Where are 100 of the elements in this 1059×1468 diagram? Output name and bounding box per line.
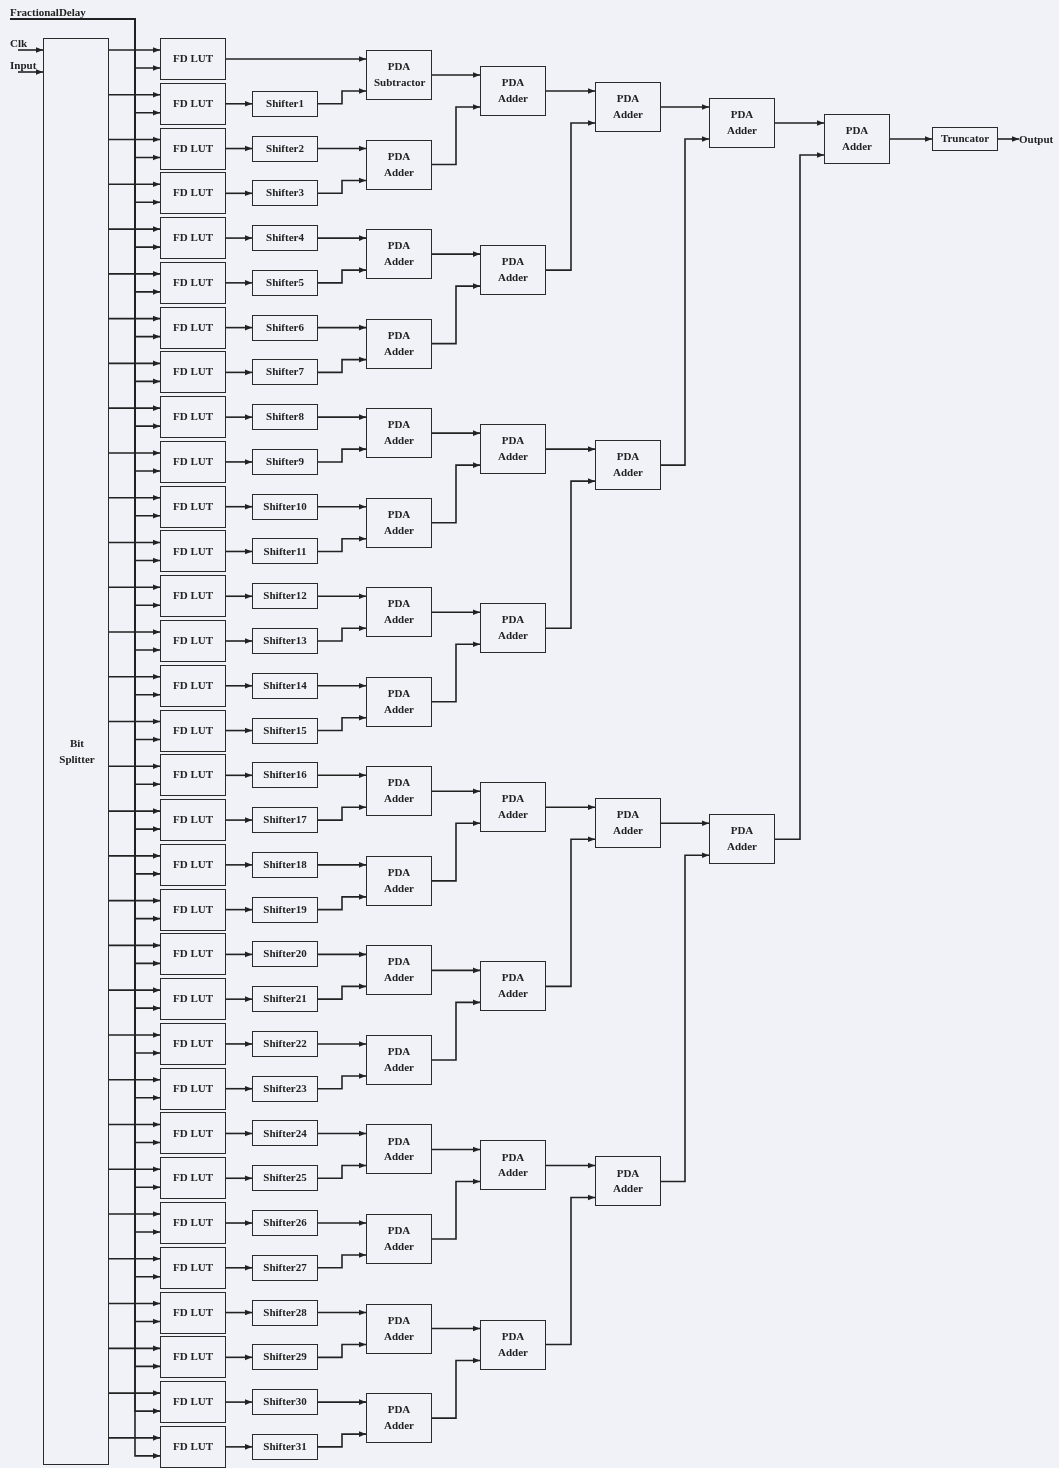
- block-label: FD LUT: [173, 319, 213, 335]
- arrow: [317, 145, 367, 152]
- shifter-block: [252, 717, 318, 744]
- arrow: [997, 136, 1020, 142]
- arrow: [545, 478, 596, 630]
- arrow: [545, 446, 596, 452]
- shifter-block: [252, 941, 318, 968]
- arrow: [317, 414, 367, 420]
- block-label: Truncator: [940, 131, 990, 147]
- arithmetic-block: [709, 814, 775, 865]
- arrow: [225, 190, 253, 197]
- block-label: FD LUT: [173, 95, 213, 111]
- lut-block: [160, 1112, 226, 1155]
- arrow: [225, 100, 253, 107]
- shifter-block: [252, 1389, 318, 1416]
- block-label: FD LUT: [173, 498, 213, 514]
- block-label: FD LUT: [173, 364, 213, 380]
- block-label: FD LUT: [173, 767, 213, 783]
- signal-label: Input: [10, 58, 37, 72]
- block-label: FD LUT: [173, 1215, 213, 1231]
- block-label: FD LUT: [173, 946, 213, 962]
- arithmetic-block: [480, 782, 546, 833]
- arrow: [317, 267, 367, 284]
- block-label: FD LUT: [173, 1394, 213, 1410]
- block-label: PDA Adder: [383, 417, 415, 449]
- arithmetic-block: [824, 114, 890, 164]
- arrow: [317, 88, 367, 105]
- arrow: [108, 808, 161, 814]
- block-label: Shifter2: [266, 140, 304, 156]
- block-label: Shifter3: [266, 185, 304, 201]
- lut-block: [160, 620, 226, 662]
- arrow: [431, 72, 481, 78]
- signal-label: Clk: [10, 36, 28, 50]
- lut-block: [160, 261, 226, 304]
- arrow: [225, 1354, 253, 1361]
- block-label: PDA Adder: [383, 864, 415, 896]
- arithmetic-block: [595, 82, 661, 132]
- block-label: PDA Adder: [497, 970, 529, 1002]
- lut-block: [160, 172, 226, 215]
- shifter-block: [252, 1165, 318, 1192]
- arithmetic-block: [595, 798, 661, 849]
- block-label: FD LUT: [173, 453, 213, 469]
- lut-block: [160, 1157, 226, 1200]
- arithmetic-block: [480, 424, 546, 475]
- arithmetic-block: [366, 945, 432, 996]
- block-label: FD LUT: [173, 185, 213, 201]
- arrow: [660, 104, 710, 110]
- arithmetic-block: [480, 961, 546, 1012]
- shifter-block: [252, 1299, 318, 1326]
- arithmetic-block: [480, 603, 546, 654]
- shifter-block: [252, 135, 318, 162]
- arrow: [431, 251, 481, 257]
- block-label: PDA Adder: [383, 954, 415, 986]
- block-label: PDA Adder: [383, 1133, 415, 1165]
- arrow: [225, 951, 253, 958]
- arithmetic-block: [480, 66, 546, 116]
- lut-block: [160, 1067, 226, 1110]
- arrow: [660, 852, 710, 1183]
- block-label: Shifter5: [266, 274, 304, 290]
- block-label: Shifter30: [263, 1394, 307, 1410]
- block-label: FD LUT: [173, 1035, 213, 1051]
- arithmetic-block: [366, 1034, 432, 1085]
- shifter-block: [252, 180, 318, 207]
- block-label: PDA Adder: [383, 1402, 415, 1434]
- block-label: PDA Adder: [497, 433, 529, 465]
- arrow: [431, 999, 481, 1061]
- block-label: PDA Adder: [383, 1044, 415, 1075]
- arithmetic-block: [366, 1214, 432, 1264]
- arrow: [545, 1162, 596, 1169]
- shifter-block: [252, 269, 318, 296]
- block-label: Shifter26: [263, 1215, 307, 1231]
- shifter-block: [252, 1210, 318, 1236]
- shifter-block: [252, 896, 318, 923]
- block-label: PDA Adder: [497, 1149, 529, 1181]
- arithmetic-block: [480, 1140, 546, 1191]
- shifter-block: [252, 448, 318, 475]
- arrow: [431, 462, 481, 524]
- arrow: [108, 539, 161, 546]
- arrow: [108, 1256, 161, 1262]
- arrow: [225, 638, 253, 644]
- arrow: [225, 1399, 253, 1405]
- arrow: [317, 1073, 367, 1090]
- lut-block: [160, 38, 226, 80]
- shifter-block: [252, 628, 318, 654]
- arrow: [225, 414, 253, 420]
- arithmetic-block: [366, 318, 432, 369]
- arrow: [225, 1041, 253, 1047]
- arrow: [108, 181, 161, 188]
- shifter-block: [252, 314, 318, 341]
- arrow: [108, 1076, 161, 1083]
- arrow: [317, 625, 367, 642]
- arrow: [660, 136, 710, 466]
- block-label: Bit Splitter: [58, 735, 96, 767]
- arrow: [317, 983, 367, 1000]
- block-label: Shifter4: [266, 230, 304, 246]
- arrow: [225, 593, 253, 600]
- lut-block: [160, 306, 226, 349]
- arrow: [431, 283, 481, 345]
- block-label: FD LUT: [173, 812, 213, 828]
- block-label: Shifter21: [263, 991, 307, 1007]
